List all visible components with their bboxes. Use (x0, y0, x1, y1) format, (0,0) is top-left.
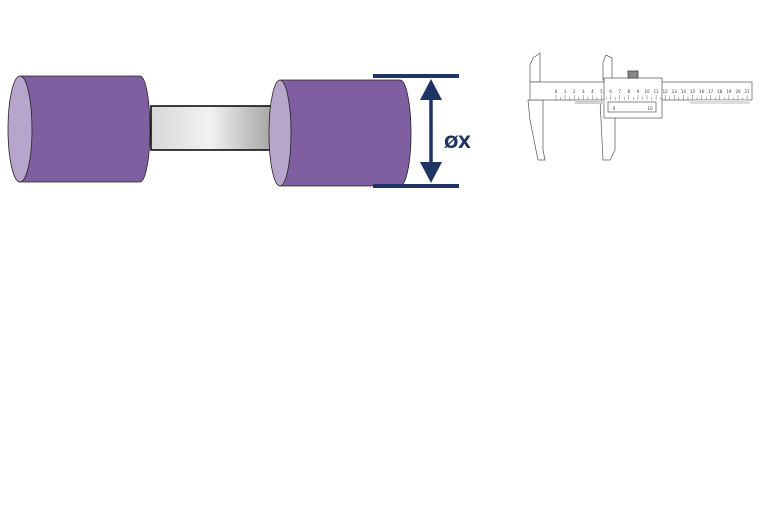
caliper-scale-number: 7 (618, 89, 621, 94)
caliper-depth-strip (575, 100, 605, 104)
caliper-vernier-labels: 0 10 (613, 106, 653, 111)
caliper-scale-number: 11 (654, 89, 660, 94)
caliper-depth-strip-right (690, 100, 750, 104)
caliper-scale-number: 19 (726, 89, 732, 94)
caliper-scale-number: 18 (717, 89, 723, 94)
caliper-scale-number: 10 (644, 89, 650, 94)
diameter-dimension: ØX (373, 74, 471, 188)
arrowhead-down-icon (420, 162, 442, 183)
left-cylinder-body (19, 75, 151, 183)
caliper-scale-number: 6 (609, 89, 612, 94)
caliper-scale-number: 2 (573, 89, 576, 94)
caliper-scale-number: 14 (681, 89, 687, 94)
right-cylinder-body (279, 79, 412, 187)
caliper-scale-number: 13 (672, 89, 678, 94)
right-cylinder-end-face (268, 79, 292, 187)
caliper-scale-number: 0 (555, 89, 558, 94)
caliper-vernier-number: 10 (647, 106, 653, 111)
caliper-vernier-window (607, 101, 657, 113)
shaft-body (150, 105, 282, 151)
caliper-scale-number: 20 (735, 89, 741, 94)
caliper-scale-number: 16 (699, 89, 705, 94)
diameter-label: ØX (444, 133, 471, 153)
caliper-scale-number: 17 (708, 89, 714, 94)
caliper-vernier-number: 0 (613, 106, 616, 111)
left-cylinder (7, 75, 151, 183)
caliper-scale-number: 21 (745, 89, 751, 94)
caliper-fixed-jaw (527, 52, 546, 161)
caliper-scale-number: 3 (582, 89, 585, 94)
caliper-scale-number: 5 (600, 89, 603, 94)
caliper-scale-number: 15 (690, 89, 696, 94)
caliper-scale-number: 4 (591, 89, 594, 94)
left-cylinder-end-face (7, 75, 33, 183)
connecting-shaft (150, 105, 282, 151)
arrowhead-up-icon (420, 79, 442, 100)
right-cylinder (268, 79, 412, 187)
dumbbell-part (7, 75, 412, 187)
caliper-main-scale-ticks (555, 95, 748, 100)
caliper-scale-number: 1 (564, 89, 567, 94)
caliper-scale-number: 9 (637, 89, 640, 94)
caliper-thumb-screw (627, 70, 639, 79)
caliper-scale-number: 12 (663, 89, 669, 94)
caliper-scale-number: 8 (628, 89, 631, 94)
